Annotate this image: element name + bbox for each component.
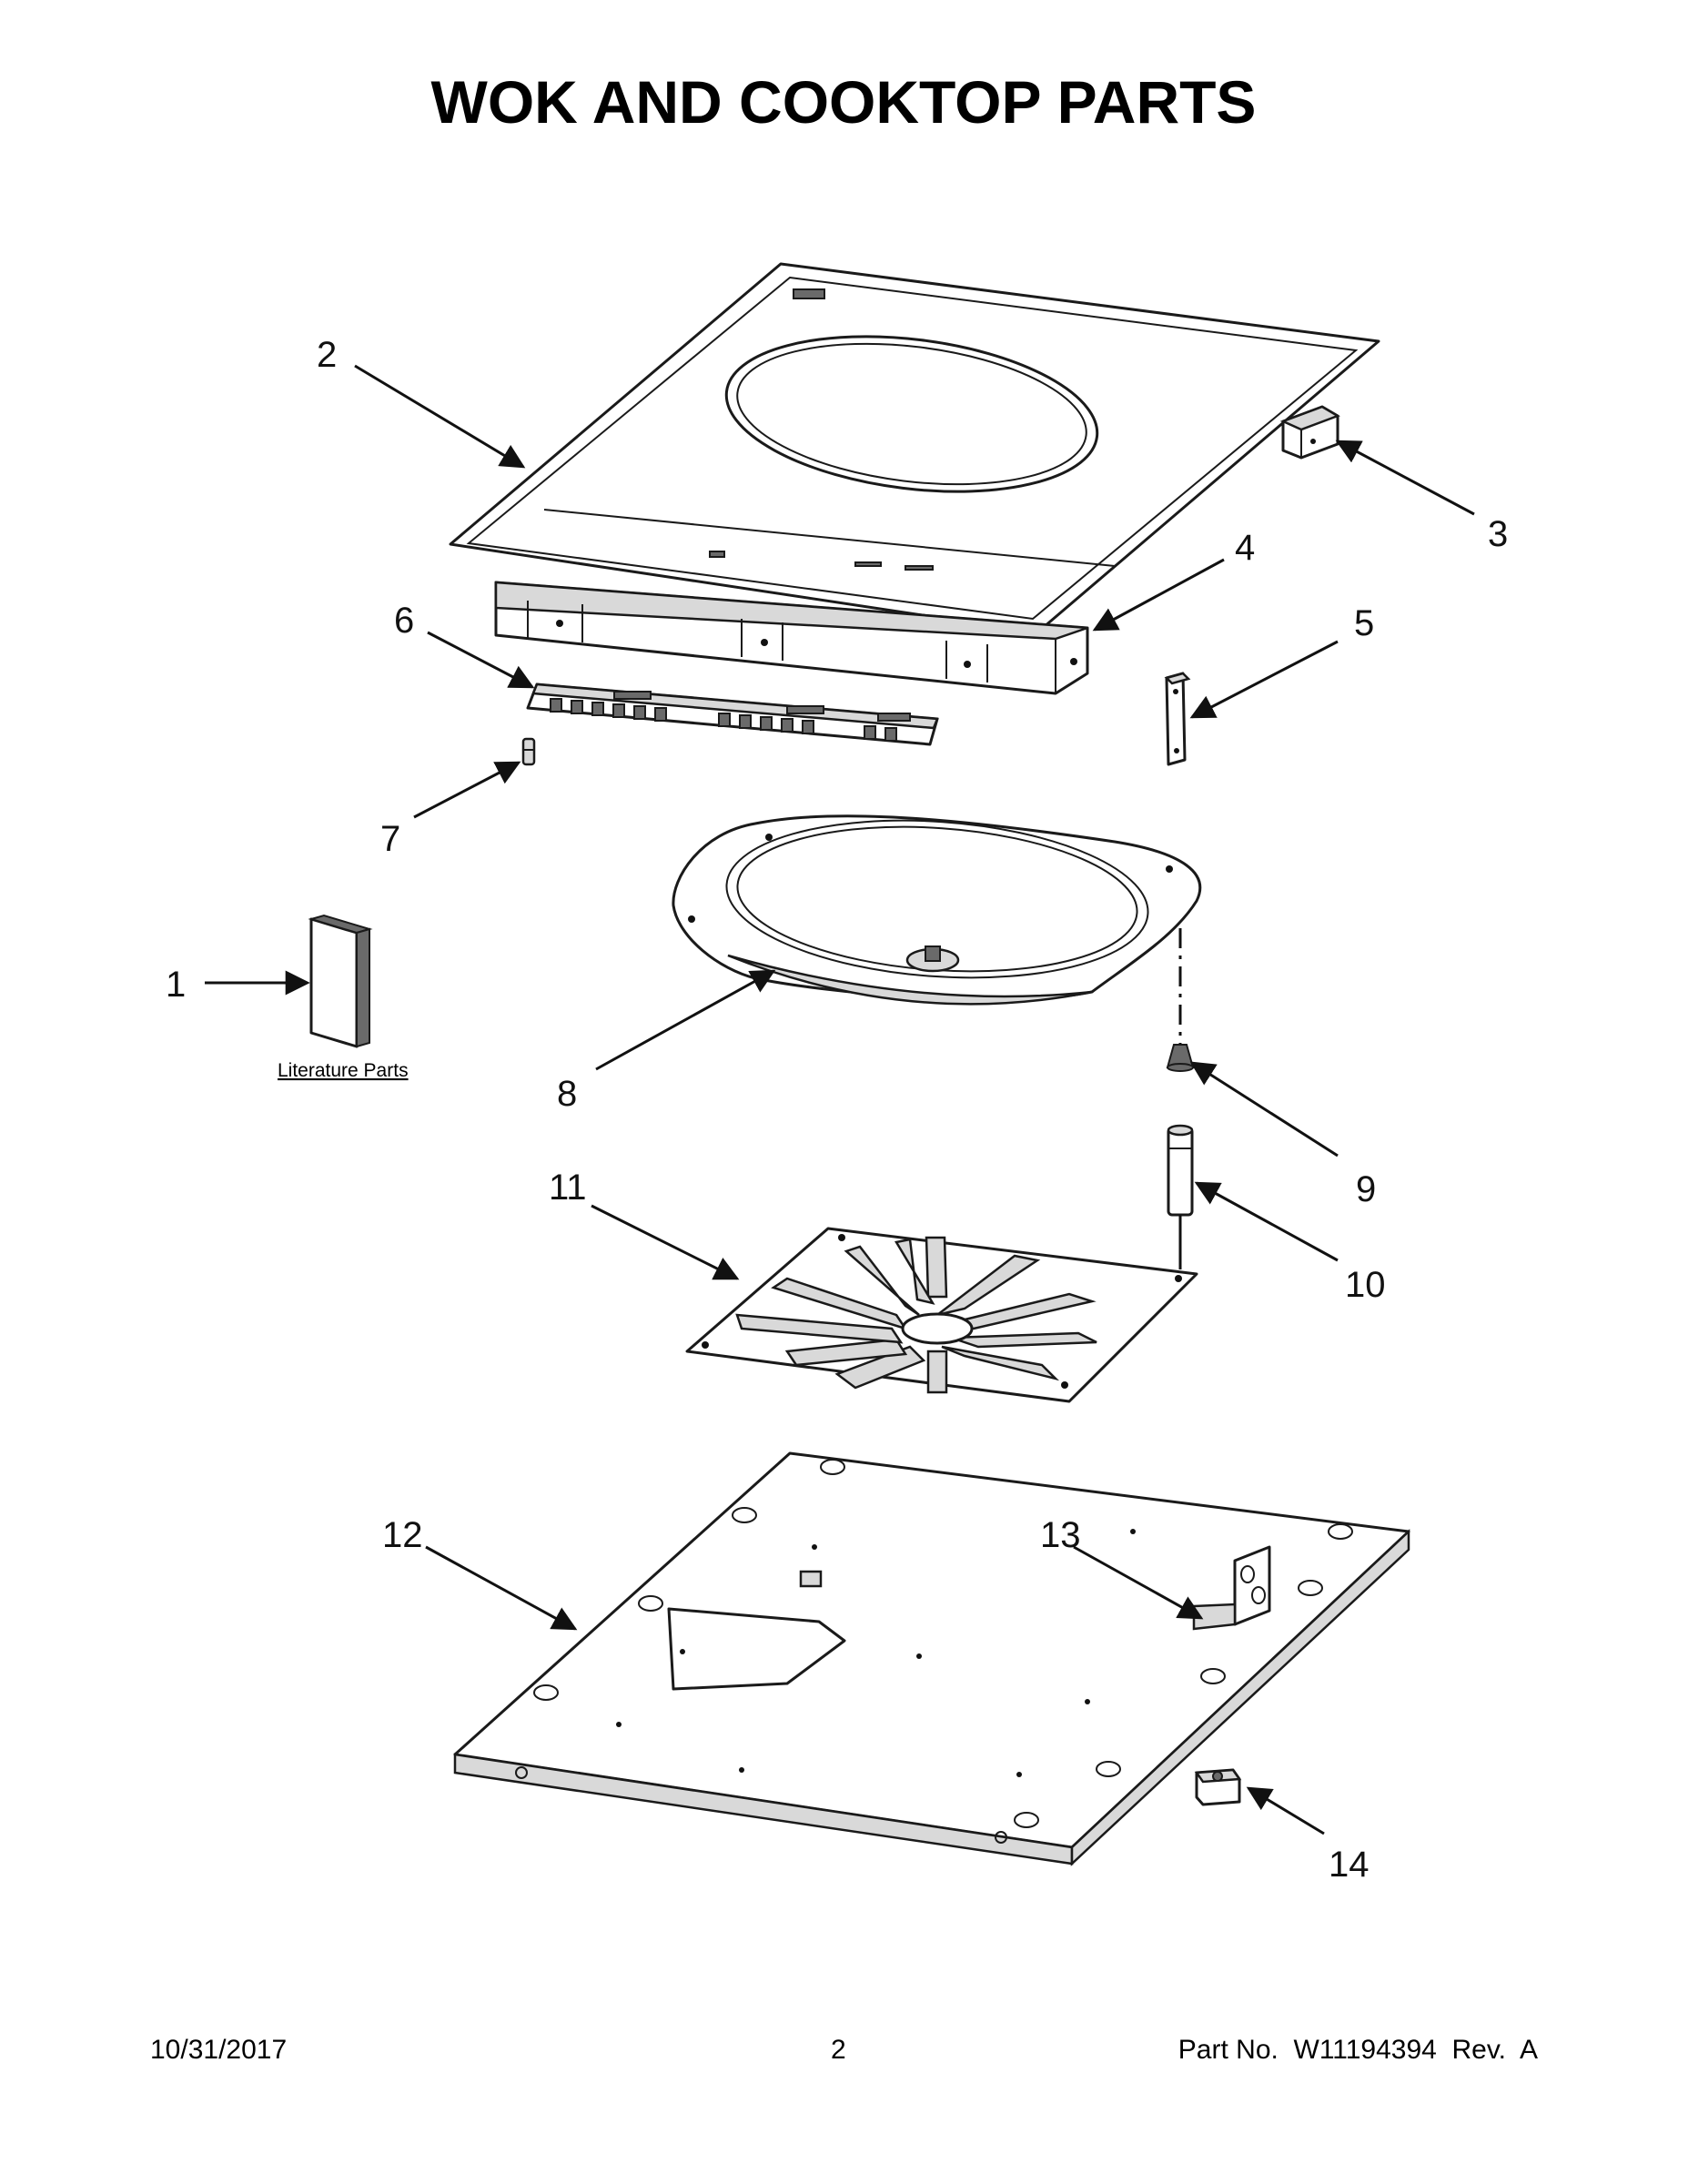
sensor-part <box>521 737 536 766</box>
base-plate <box>453 1451 1410 1866</box>
page-title: WOK AND COOKTOP PARTS <box>431 68 1257 136</box>
wok-bowl <box>672 814 1202 1006</box>
callout-11: 11 <box>549 1168 587 1208</box>
control-panel-housing <box>494 581 1089 695</box>
callout-numbers: 1 2 3 4 5 6 7 8 9 10 11 12 13 14 <box>166 335 1508 1885</box>
footer-page-number: 2 <box>831 2035 846 2065</box>
callout-2: 2 <box>317 335 337 375</box>
literature-parts-link[interactable]: Literature Parts <box>278 1060 409 1081</box>
callout-10: 10 <box>1345 1265 1386 1305</box>
cone-insulator <box>1166 1044 1195 1072</box>
ferrite-plate <box>685 1227 1198 1403</box>
cooktop-bracket <box>1279 405 1340 460</box>
leader-lines <box>205 364 1475 1835</box>
callout-14: 14 <box>1329 1845 1370 1885</box>
foot-part <box>1194 1768 1242 1806</box>
callout-9: 9 <box>1356 1169 1376 1209</box>
spacer-tube <box>1167 1124 1194 1217</box>
footer-date: 10/31/2017 <box>150 2035 287 2065</box>
literature-manual <box>308 914 373 1048</box>
board-components <box>550 691 911 742</box>
control-board <box>526 682 939 746</box>
callout-4: 4 <box>1235 528 1255 568</box>
l-bracket <box>1192 1545 1271 1631</box>
callout-5: 5 <box>1354 603 1374 643</box>
cooktop-glass <box>449 262 1380 634</box>
callout-6: 6 <box>394 601 414 641</box>
callout-8: 8 <box>557 1074 577 1114</box>
callout-13: 13 <box>1040 1515 1081 1555</box>
callout-1: 1 <box>166 965 186 1005</box>
footer-part-number: Part No. W11194394 Rev. A <box>1178 2035 1538 2065</box>
callout-7: 7 <box>380 819 400 859</box>
callout-12: 12 <box>382 1515 423 1555</box>
ferrite-bars <box>735 1236 1097 1394</box>
callout-3: 3 <box>1488 514 1508 554</box>
side-bracket <box>1164 672 1191 766</box>
